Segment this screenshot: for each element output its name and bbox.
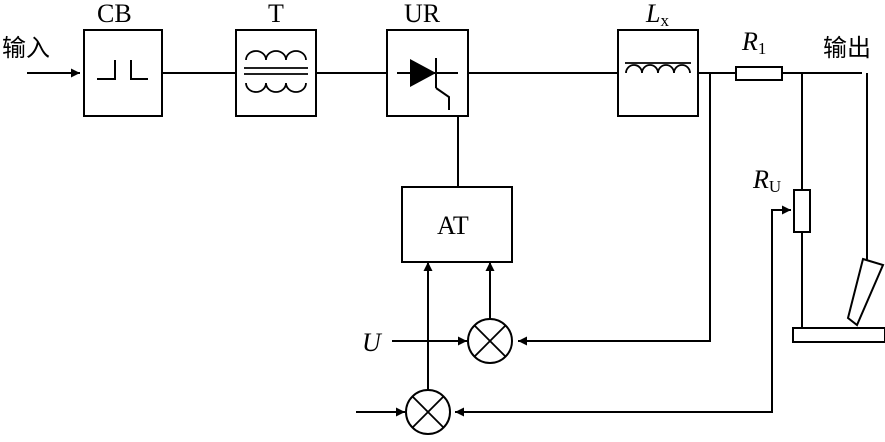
t-label: T [268,0,284,28]
r1-label: R [741,27,758,56]
lx-subscript: x [660,11,669,30]
summing-junction-voltage [405,389,451,435]
input-label: 输入 [2,35,50,62]
at-block: AT [401,186,513,263]
r1-resistor: R1 [735,27,783,81]
thyristor-icon [397,58,458,110]
r1-subscript: 1 [758,39,767,58]
transformer-block: T [235,0,317,117]
u-reference-label: U [362,328,383,357]
svg-text:R1: R1 [741,27,766,58]
ru-label: R [752,165,769,194]
transformer-icon [244,50,308,93]
inductor-icon [625,62,691,74]
workpiece-plate [792,327,885,343]
svg-text:RU: RU [752,165,781,196]
ur-label: UR [404,0,441,28]
ru-subscript: U [769,177,781,196]
ru-resistor: RU [752,165,811,233]
ur-block: UR [386,0,469,117]
summing-junction-current [467,318,513,364]
at-label: AT [437,211,469,240]
output-label: 输出 [823,35,871,62]
load-electrode-icon [846,257,885,327]
at-box [401,186,513,263]
cb-block: CB [83,0,163,117]
cb-box [83,29,163,117]
cb-label: CB [97,0,132,28]
svg-text:Lx: Lx [645,0,669,30]
resistor-icon [735,66,783,81]
lx-block: Lx [617,0,699,117]
circuit-breaker-icon [97,60,148,80]
ru-resistor-icon [793,189,811,233]
lx-label: L [645,0,660,28]
current-feedback-line [518,73,711,346]
transformer-box [235,29,317,117]
